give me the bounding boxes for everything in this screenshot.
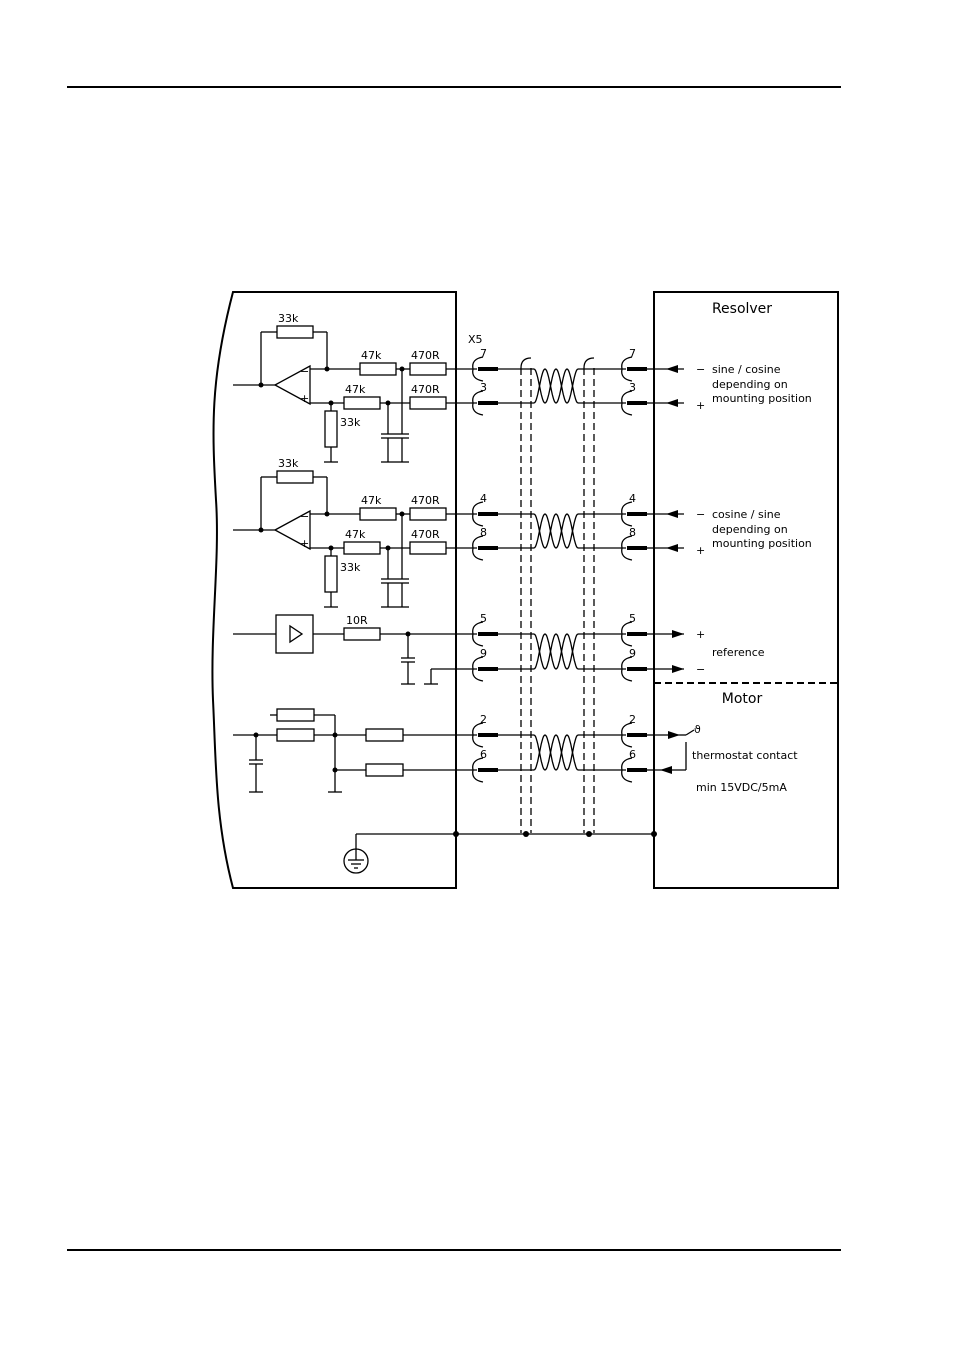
svg-text:−: − [300, 510, 309, 523]
shield-hook-right [583, 357, 595, 369]
ground-node-shield2 [586, 831, 592, 837]
ref-sign-minus: − [696, 663, 705, 676]
x5-2-0-socket [472, 621, 484, 647]
device-pin-6: 6 [629, 748, 636, 761]
cos-sign-minus: − [696, 508, 705, 521]
ground-node-shield1 [523, 831, 529, 837]
cos-filter-resistor-a: 470R [411, 494, 440, 507]
resolver-motor-housing [653, 291, 839, 889]
connector-label: X5 [468, 333, 483, 346]
x5-0-1-socket [472, 390, 484, 416]
device-pin-2: 2 [629, 713, 636, 726]
thermostat-input-stage [233, 708, 477, 793]
x5-2-1-socket [472, 656, 484, 682]
thermostat-symbol: ϑ [694, 723, 701, 736]
cos-filter-resistor-b: 470R [411, 528, 440, 541]
twist-a-2 [533, 633, 579, 670]
twisted-pair-cabling [472, 356, 654, 783]
svg-text:+: + [300, 537, 309, 550]
cos-series-resistor-b: 47k [345, 528, 366, 541]
ground-node-motor [651, 831, 657, 837]
thermostat-contact-icon [654, 729, 695, 774]
device-pin-3: 3 [629, 381, 636, 394]
x5-0-0-socket [472, 356, 484, 382]
device-pin-8: 8 [629, 526, 636, 539]
sin-feedback-resistor: 33k [278, 312, 299, 325]
twist-a-1 [533, 513, 579, 549]
x5-1-0-socket [472, 501, 484, 527]
ref-sign-plus: + [696, 628, 705, 641]
cos-desc-line3: mounting position [712, 537, 812, 550]
x5-pin-9: 9 [480, 647, 487, 660]
resolver-title: Resolver [712, 301, 772, 317]
sin-filter-resistor-a: 470R [411, 349, 440, 362]
x5-pin-4: 4 [480, 492, 487, 505]
thermostat-spec: min 15VDC/5mA [696, 781, 787, 794]
twist-b-3 [533, 734, 579, 771]
svg-text:+: + [300, 392, 309, 405]
sin-sign-minus: − [696, 363, 705, 376]
device-pin-7: 7 [629, 347, 636, 360]
cos-desc-line2: depending on [712, 523, 788, 536]
x5-3-1-socket [472, 757, 484, 783]
cos-desc-line1: cosine / sine [712, 508, 781, 521]
cos-bias-resistor: 33k [340, 561, 361, 574]
ground-node-amp [453, 831, 459, 837]
x5-pin-2: 2 [480, 713, 487, 726]
x5-pin-7: 7 [480, 347, 487, 360]
amplifier-housing [211, 291, 457, 889]
sin-desc-line2: depending on [712, 378, 788, 391]
reference-output-stage [233, 614, 477, 685]
device-pin-4: 4 [629, 492, 636, 505]
sin-bias-resistor: 33k [340, 416, 361, 429]
motor-title: Motor [722, 691, 763, 707]
sin-sign-plus: + [696, 399, 705, 412]
ref-desc: reference [712, 646, 765, 659]
ref-series-resistor: 10R [346, 614, 368, 627]
resolver-side-arrows [654, 365, 684, 673]
sin-desc-line1: sine / cosine [712, 363, 781, 376]
svg-text:−: − [300, 365, 309, 378]
x5-3-0-socket [472, 722, 484, 748]
header-rule [67, 86, 841, 88]
sin-filter-resistor-b: 470R [411, 383, 440, 396]
shield-hook-left [520, 357, 532, 369]
sin-input-stage: − + [233, 325, 477, 463]
twist-b-2 [533, 633, 579, 670]
cos-series-resistor: 47k [361, 494, 382, 507]
x5-1-1-socket [472, 535, 484, 561]
cos-feedback-resistor: 33k [278, 457, 299, 470]
sin-series-resistor: 47k [361, 349, 382, 362]
device-pin-9: 9 [629, 647, 636, 660]
x5-pin-8: 8 [480, 526, 487, 539]
twist-a-3 [533, 734, 579, 771]
device-pin-5: 5 [629, 612, 636, 625]
twist-b-0 [533, 368, 579, 404]
sin-series-resistor-b: 47k [345, 383, 366, 396]
x5-pin-5: 5 [480, 612, 487, 625]
x5-pin-3: 3 [480, 381, 487, 394]
twist-a-0 [533, 368, 579, 404]
x5-pin-6: 6 [480, 748, 487, 761]
cos-input-stage: − + [233, 470, 477, 608]
twist-b-1 [533, 513, 579, 549]
sin-desc-line3: mounting position [712, 392, 812, 405]
footer-rule [67, 1249, 841, 1251]
thermostat-desc: thermostat contact [692, 749, 798, 762]
cos-sign-plus: + [696, 544, 705, 557]
